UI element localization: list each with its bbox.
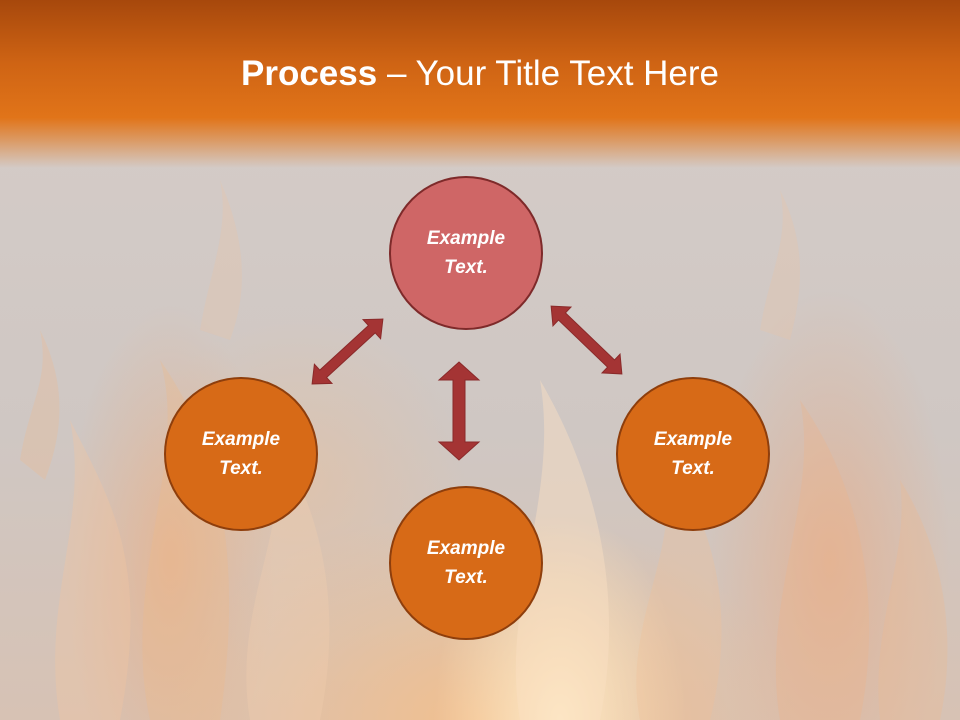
node-bottom-line2: Text. <box>444 567 488 588</box>
slide-title: Process – Your Title Text Here <box>0 52 960 96</box>
double-arrow-vertical <box>437 361 481 461</box>
double-arrow-right <box>550 305 623 375</box>
node-top-line1: Example <box>426 228 506 249</box>
node-bottom-line1: Example <box>426 538 506 559</box>
node-right-line2: Text. <box>671 458 715 479</box>
node-left-line2: Text. <box>219 458 263 479</box>
double-arrow-left <box>311 318 384 385</box>
title-bold: Process <box>241 54 378 93</box>
node-left-line1: Example <box>201 429 281 450</box>
process-node-right: Example Text. <box>616 377 770 531</box>
node-right-line1: Example <box>653 429 733 450</box>
process-node-top: Example Text. <box>389 176 543 330</box>
node-top-line2: Text. <box>444 257 488 278</box>
process-node-left: Example Text. <box>164 377 318 531</box>
title-rest: – Your Title Text Here <box>377 54 719 93</box>
title-bar <box>0 0 960 168</box>
process-node-bottom: Example Text. <box>389 486 543 640</box>
